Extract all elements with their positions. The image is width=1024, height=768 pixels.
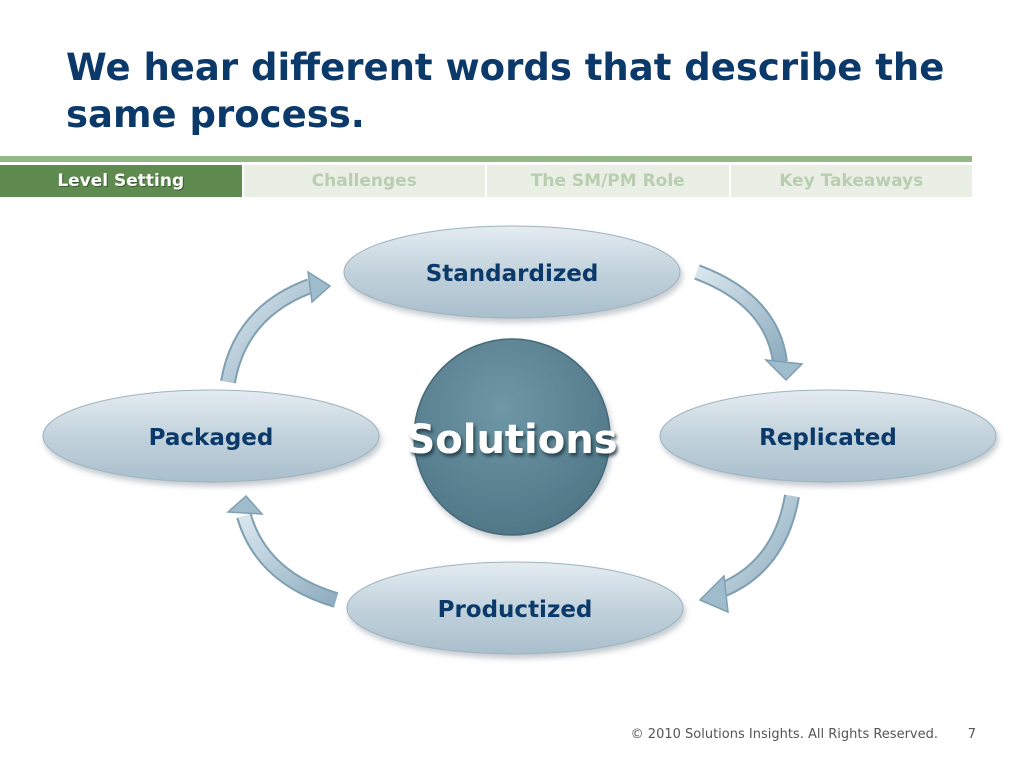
arrow-top-to-right: [694, 264, 804, 382]
slide-title: We hear different words that describe th…: [66, 46, 945, 136]
node-label-productized: Productized: [438, 597, 593, 623]
tab-sm-pm-role[interactable]: The SM/PM Role: [487, 165, 729, 197]
tab-level-setting[interactable]: Level Setting: [0, 165, 242, 197]
center-node: Solutions: [406, 338, 618, 536]
tab-challenges[interactable]: Challenges: [243, 165, 485, 197]
node-packaged: Packaged: [42, 389, 380, 483]
center-label-solutions: Solutions: [406, 417, 617, 463]
node-label-replicated: Replicated: [759, 425, 897, 451]
node-standardized: Standardized: [343, 225, 681, 319]
page-number: 7: [967, 727, 976, 742]
arrow-left-to-top: [220, 270, 332, 384]
copyright-text: © 2010 Solutions Insights. All Rights Re…: [630, 727, 938, 742]
tab-key-takeaways[interactable]: Key Takeaways: [730, 165, 972, 197]
node-productized: Productized: [346, 561, 684, 655]
arrow-right-to-bottom: [698, 494, 800, 614]
node-label-standardized: Standardized: [426, 261, 599, 287]
node-replicated: Replicated: [659, 389, 997, 483]
accent-line: [0, 156, 972, 162]
node-label-packaged: Packaged: [149, 425, 274, 451]
section-tabs: Level Setting Challenges The SM/PM Role …: [0, 165, 972, 197]
arrow-bottom-to-left: [226, 494, 339, 608]
